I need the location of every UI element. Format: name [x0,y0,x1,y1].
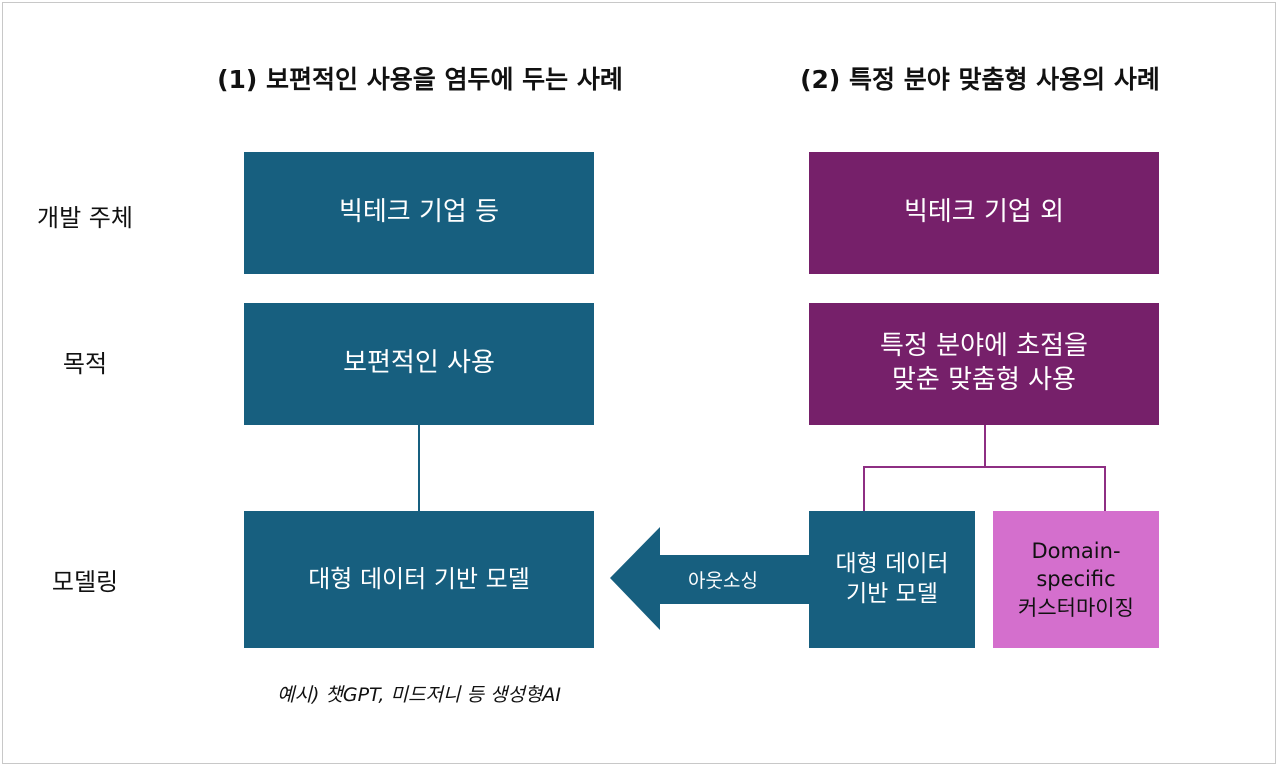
left-modeling-text: 대형 데이터 기반 모델 [308,564,530,593]
right-modeling-base-box: 대형 데이터 기반 모델 [809,511,975,648]
right-modeling-custom-box: Domain- specific 커스터마이징 [993,511,1159,648]
right-connector-bar [863,466,1106,468]
right-purpose-box: 특정 분야에 초점을 맞춘 맞춤형 사용 [809,303,1159,425]
left-developer-box: 빅테크 기업 등 [244,152,594,274]
left-connector-line [418,425,420,511]
right-modeling-base-text: 대형 데이터 기반 모델 [835,550,949,607]
right-developer-box: 빅테크 기업 외 [809,152,1159,274]
right-connector-stem [984,425,986,467]
left-purpose-box: 보편적인 사용 [244,303,594,425]
right-developer-text: 빅테크 기업 외 [903,197,1065,228]
row-label-purpose: 목적 [62,350,108,378]
left-purpose-text: 보편적인 사용 [343,348,495,379]
example-note: 예시) 챗GPT, 미드저니 등 생성형AI [276,684,562,706]
left-modeling-box: 대형 데이터 기반 모델 [244,511,594,648]
heading-general-use: (1) 보편적인 사용을 염두에 두는 사례 [217,65,623,94]
outsourcing-label: 아웃소싱 [688,570,758,592]
right-connector-right-drop [1104,466,1106,511]
heading-domain-specific: (2) 특정 분야 맞춤형 사용의 사례 [800,65,1160,94]
right-connector-left-drop [863,466,865,511]
right-modeling-custom-text: Domain- specific 커스터마이징 [1018,538,1134,620]
row-label-modeling: 모델링 [51,568,119,596]
left-developer-text: 빅테크 기업 등 [338,197,500,228]
right-purpose-text: 특정 분야에 초점을 맞춘 맞춤형 사용 [880,331,1088,395]
outsourcing-arrow-shape [610,527,809,630]
outsourcing-arrow [610,527,809,630]
row-label-developer: 개발 주체 [37,204,133,232]
